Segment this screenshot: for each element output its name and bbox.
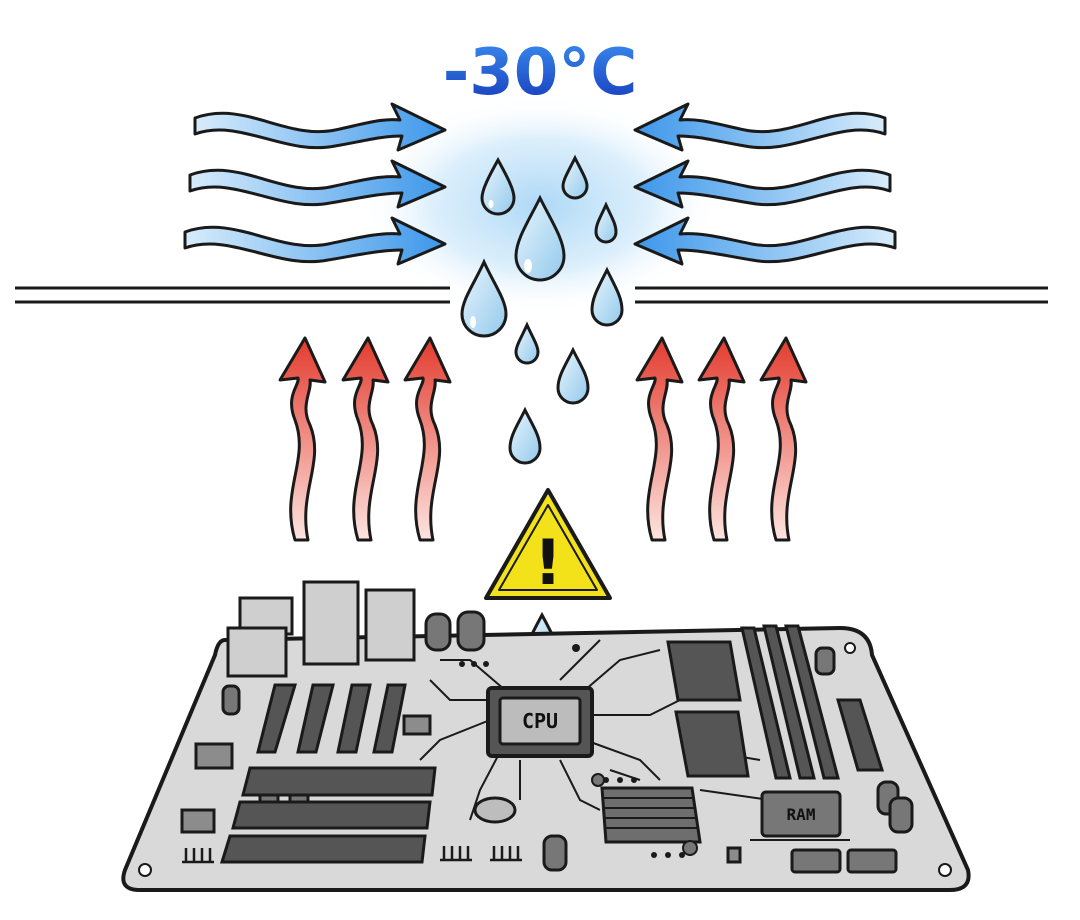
cold-wind-arrows-left	[183, 102, 447, 266]
cpu-chip: CPU	[486, 686, 594, 758]
small-chips	[180, 714, 742, 864]
solder-points	[459, 644, 698, 858]
divider-lines	[15, 286, 1048, 304]
cpu-label: CPU	[522, 709, 558, 733]
droplet	[514, 321, 540, 365]
ram-label: RAM	[787, 805, 816, 824]
io-ports	[226, 580, 416, 678]
heat-arrows-left	[278, 336, 452, 542]
droplet	[590, 266, 624, 327]
heat-arrow	[403, 336, 452, 542]
droplet	[561, 154, 589, 200]
heat-arrow	[635, 336, 684, 542]
warning-triangle-icon: !	[484, 488, 612, 600]
heat-arrow	[341, 336, 390, 542]
droplet	[594, 201, 618, 244]
cold-wind-arrow	[633, 159, 892, 209]
cold-wind-arrow	[193, 102, 447, 152]
droplet	[556, 346, 590, 405]
side-connector	[836, 698, 885, 772]
ram-modules	[666, 624, 840, 780]
heat-arrows-right	[635, 336, 808, 542]
cold-wind-arrow	[188, 159, 447, 209]
heat-arrow	[759, 336, 808, 542]
cold-wind-arrow	[633, 102, 887, 152]
droplet	[508, 406, 542, 465]
pcie-slots	[219, 766, 437, 864]
ram-chip: RAM	[760, 790, 842, 838]
heat-arrow	[697, 336, 746, 542]
expansion-slots-small	[256, 683, 407, 754]
motherboard: CPU RAM	[121, 580, 971, 892]
heatsink	[600, 786, 702, 844]
warning-exclamation: !	[534, 526, 562, 599]
cold-wind-arrow	[183, 216, 447, 266]
heat-arrow	[278, 336, 327, 542]
sata-ports	[790, 848, 898, 874]
droplet-highlights	[470, 200, 532, 328]
pin-headers	[182, 846, 522, 864]
cmos-battery	[473, 796, 517, 824]
cold-wind-arrow	[633, 216, 897, 266]
cold-wind-arrows-right	[633, 102, 897, 266]
